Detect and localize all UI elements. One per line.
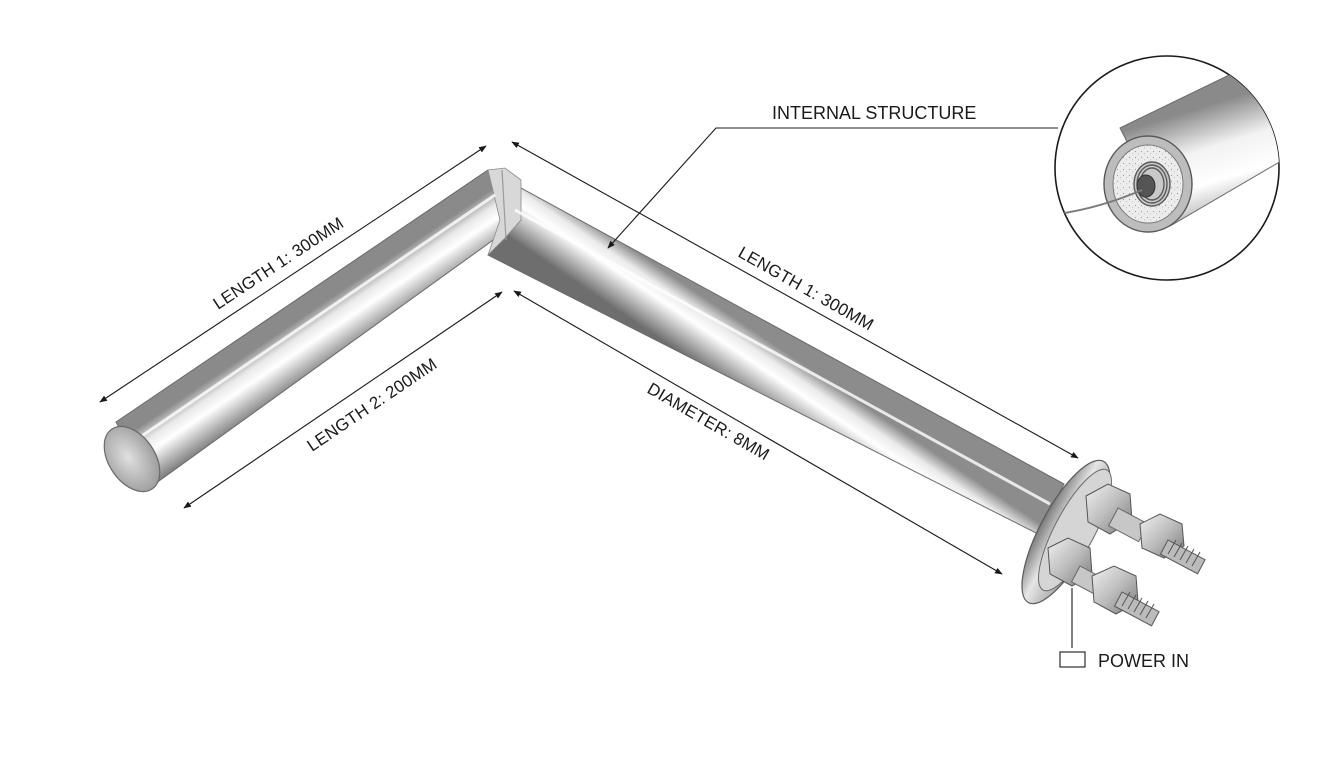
threaded-stud	[1159, 539, 1206, 575]
heating-tube	[103, 167, 1065, 535]
terminal-lower	[1047, 537, 1160, 627]
threaded-stud	[1113, 591, 1160, 627]
tube-end-cap	[103, 425, 161, 493]
terminal-assembly	[1021, 459, 1206, 627]
terminal-upper	[1085, 483, 1206, 575]
internal-structure-detail	[1054, 55, 1280, 281]
core-wire	[1136, 174, 1156, 198]
dimension-line-length1-left	[99, 145, 487, 403]
internal-structure-label: INTERNAL STRUCTURE	[772, 103, 976, 123]
internal-structure-leader	[607, 127, 1058, 249]
callout-lines	[607, 127, 1073, 648]
dimension-line-diameter	[513, 290, 1003, 575]
outlined-rectangle-icon	[1059, 651, 1086, 668]
dimension-lines	[99, 141, 1079, 575]
dimension-line-length2	[183, 291, 503, 509]
lead-wire	[1057, 189, 1143, 215]
power-in-label: POWER IN	[1098, 651, 1189, 671]
diameter-label: DIAMETER: 8MM	[644, 379, 773, 464]
length2-label: LENGTH 2: 200MM	[304, 354, 441, 455]
